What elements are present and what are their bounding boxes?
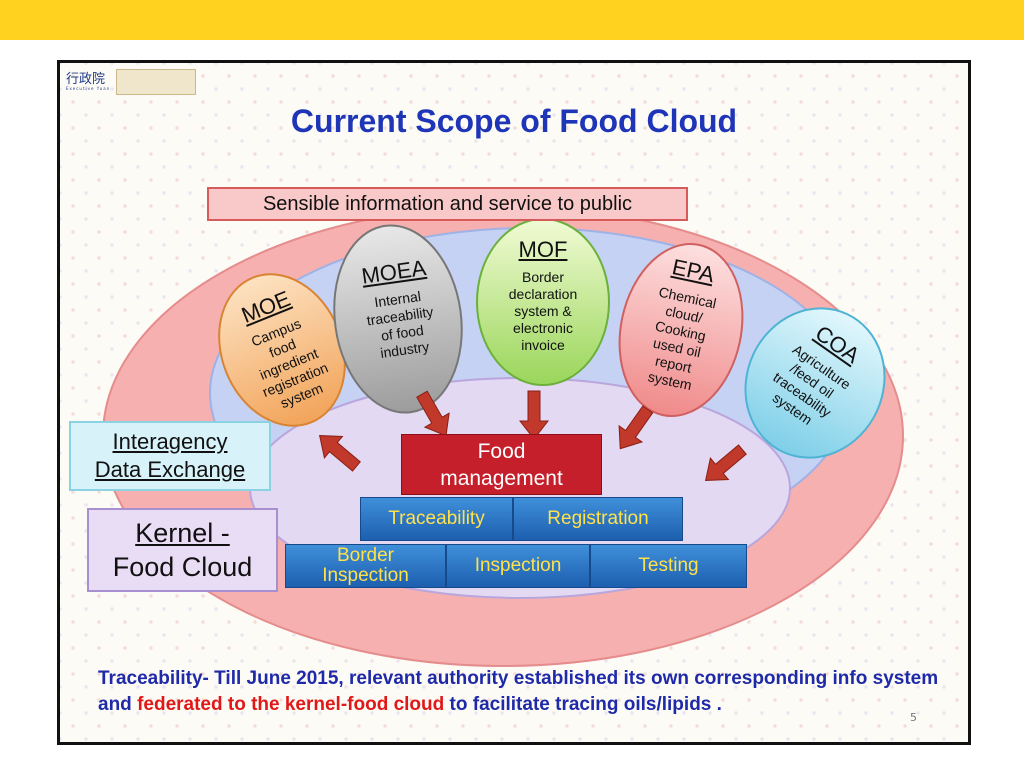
food-management-line-1: Food (477, 439, 526, 463)
interagency-line-1: Interagency (112, 429, 228, 454)
arrow-from-moea (416, 390, 450, 437)
arrow-to-moe (318, 435, 361, 472)
footnote-highlight: federated to the kernel-food cloud (137, 694, 445, 715)
border-inspection-line-2: Inspection (322, 565, 409, 586)
mof-heading: MOF (518, 237, 568, 262)
mof-body-5: invoice (521, 337, 565, 353)
kernel-line-2: Food Cloud (112, 552, 253, 582)
top-accent-bar (0, 0, 1024, 40)
mof-body-1: Border (521, 269, 565, 285)
module-traceability: Traceability (360, 497, 513, 541)
mof-body-2: declaration (508, 286, 578, 302)
building-seal-image (116, 69, 197, 95)
oval-mof-text: MOF Border declaration system & electron… (485, 237, 601, 354)
slide-title: Current Scope of Food Cloud (290, 103, 738, 139)
footnote-part-1: Traceability- Till June 2015, relevant a… (98, 668, 939, 715)
mof-body-4: electronic (513, 320, 573, 336)
oval-moea-text: MOEA Internal traceability of food indus… (338, 252, 461, 366)
oval-moea (333, 224, 463, 414)
module-border-inspection: Border Inspection (285, 544, 446, 588)
module-inspection: Inspection (446, 544, 590, 588)
food-management-line-2: management (440, 466, 563, 490)
executive-yuan-logo: 行政院 Executive Yuan (66, 69, 197, 95)
mof-body-3: system & (514, 303, 572, 319)
kernel-line-1: Kernel - (135, 518, 230, 548)
interagency-line-2: Data Exchange (94, 457, 246, 482)
page-number: 5 (910, 711, 917, 724)
logo-text: 行政院 (66, 72, 106, 87)
arrow-from-coa (704, 444, 747, 481)
border-inspection-line-1: Border (336, 545, 395, 566)
logo-subtext: Executive Yuan (66, 86, 111, 91)
oval-epa (618, 242, 744, 418)
module-registration: Registration (513, 497, 683, 541)
public-service-banner: Sensible information and service to publ… (207, 187, 688, 221)
kernel-food-cloud-box: Kernel - Food Cloud (87, 508, 278, 592)
food-management-box: Food management (401, 434, 602, 495)
slide: 行政院 Executive Yuan Current Scope of Food… (57, 60, 971, 745)
footnote-part-2: to facilitate tracing oils/lipids . (444, 694, 722, 715)
footnote: Traceability- Till June 2015, relevant a… (98, 666, 958, 718)
module-testing: Testing (590, 544, 747, 588)
arrow-from-mof (518, 390, 550, 440)
oval-coa (744, 307, 886, 459)
interagency-data-exchange-box: Interagency Data Exchange (69, 421, 271, 491)
arrow-from-epa (618, 405, 654, 450)
